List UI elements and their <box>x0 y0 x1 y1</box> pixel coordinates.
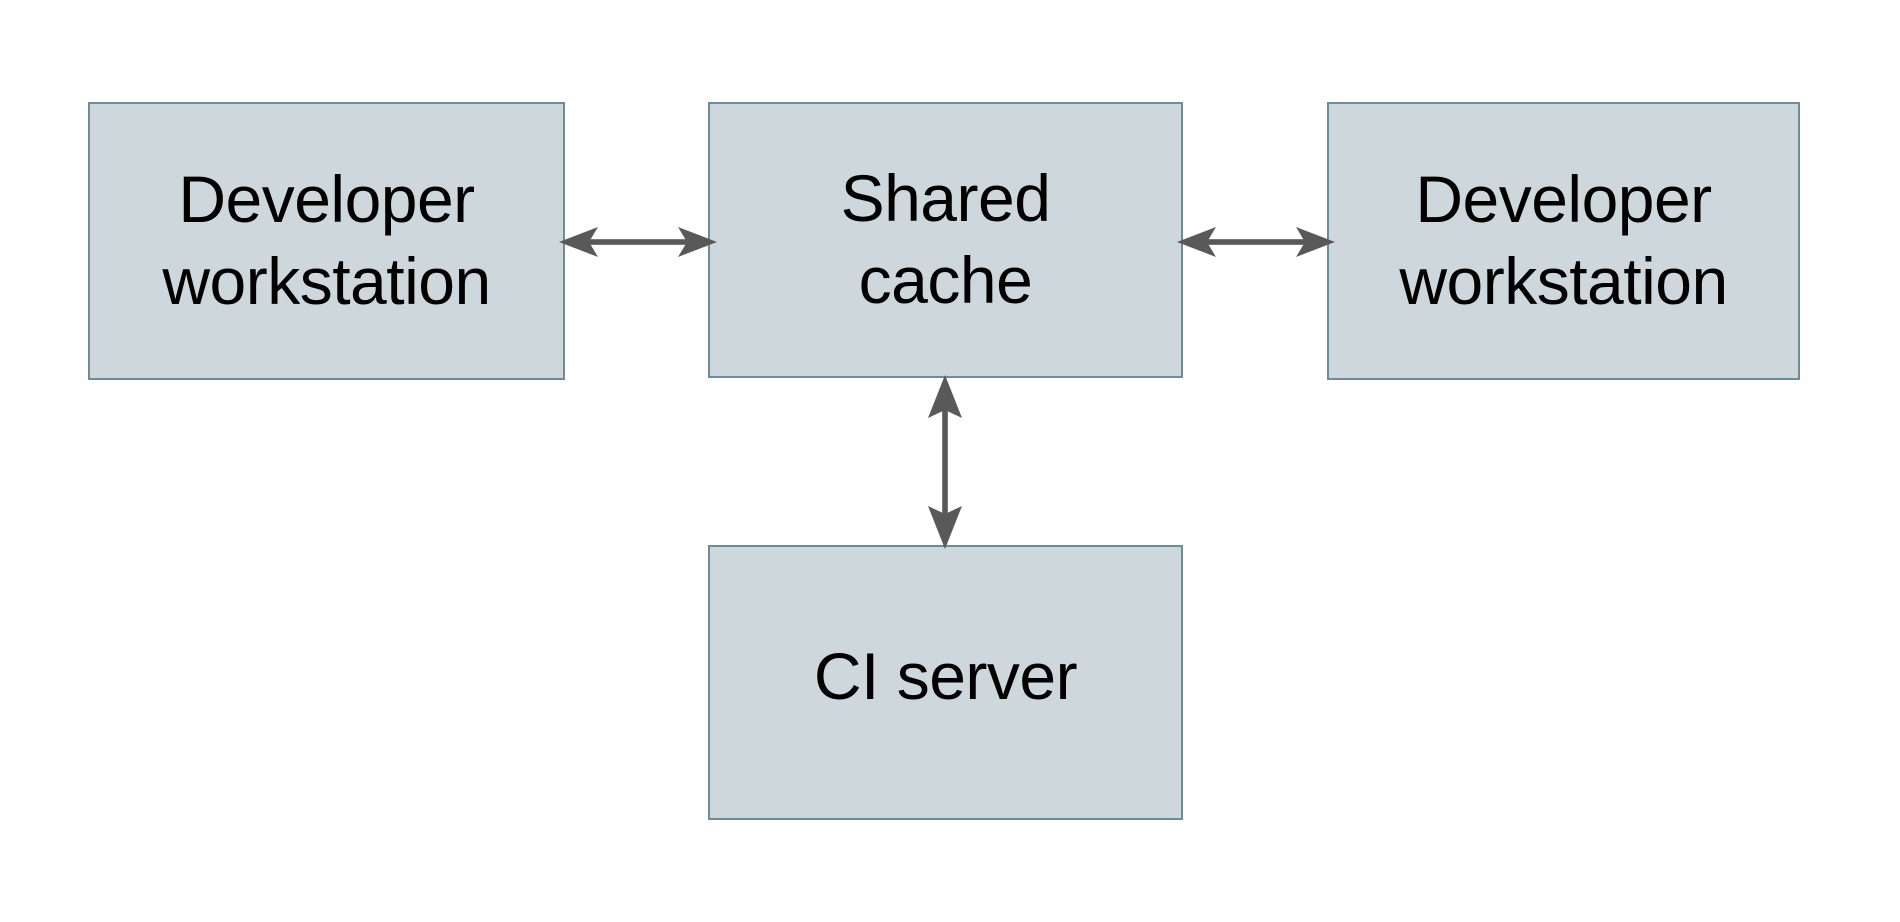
node-label-developer-workstation-left: Developer workstation <box>162 162 491 318</box>
node-developer-workstation-left[interactable]: Developer workstation <box>88 102 565 380</box>
connector-dev-left-to-shared-cache[interactable] <box>558 206 718 278</box>
node-ci-server[interactable]: CI server <box>708 545 1183 820</box>
double-arrow-icon <box>928 375 962 549</box>
double-arrow-icon <box>559 227 717 257</box>
node-shared-cache[interactable]: Shared cache <box>708 102 1183 378</box>
connector-shared-cache-to-dev-right[interactable] <box>1176 206 1336 278</box>
connector-shared-cache-to-ci-server[interactable] <box>909 372 981 552</box>
double-arrow-icon <box>1177 227 1335 257</box>
node-label-shared-cache: Shared cache <box>840 161 1051 317</box>
node-developer-workstation-right[interactable]: Developer workstation <box>1327 102 1800 380</box>
node-label-developer-workstation-right: Developer workstation <box>1399 162 1728 318</box>
node-label-ci-server: CI server <box>813 638 1078 713</box>
